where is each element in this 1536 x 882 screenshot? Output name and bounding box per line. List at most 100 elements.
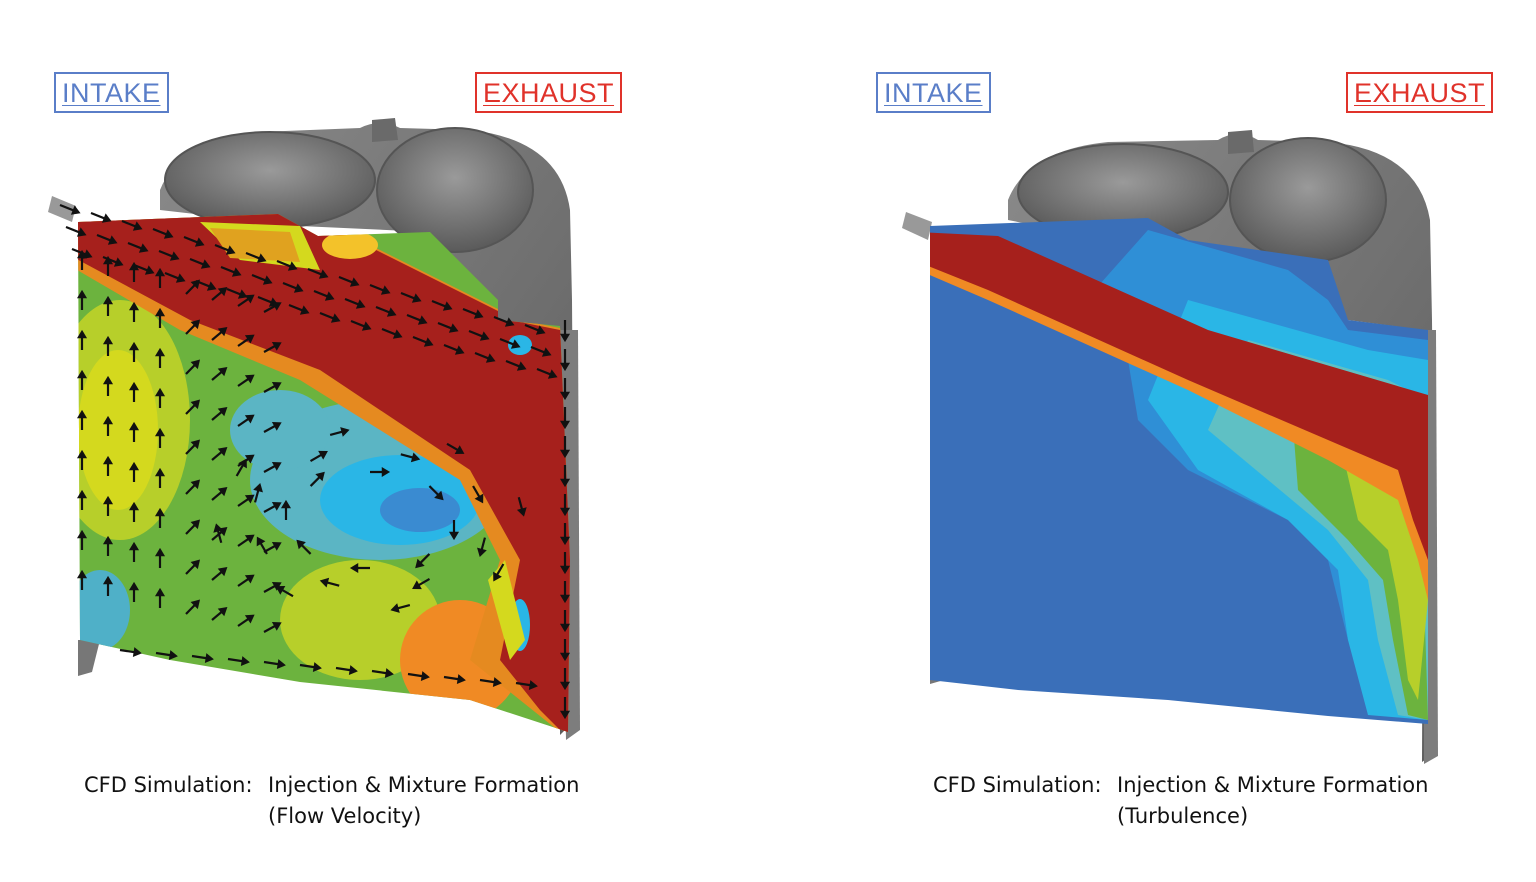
flow-vector-head xyxy=(244,614,255,624)
flow-vector-head xyxy=(271,341,282,351)
flow-vector-head xyxy=(473,309,484,319)
flow-vector-head xyxy=(128,341,140,351)
flow-vector-head xyxy=(190,359,201,370)
flow-vector-head xyxy=(535,325,546,335)
flow-vector-head xyxy=(477,547,487,558)
flow-vector-head xyxy=(355,299,366,309)
flow-vector-head xyxy=(417,315,428,325)
flow-vector-head xyxy=(559,449,571,459)
flow-vector-head xyxy=(528,680,538,691)
intake-label: INTAKE xyxy=(54,72,169,113)
flow-vector-head xyxy=(217,287,228,297)
flow-vector-head xyxy=(559,623,571,633)
caption-prefix: CFD Simulation: xyxy=(84,773,253,797)
flow-vector-head xyxy=(102,415,114,425)
flow-vector-head xyxy=(128,541,140,551)
caption-prefix: CFD Simulation: xyxy=(933,773,1102,797)
flow-vector-head xyxy=(154,267,166,277)
flow-vector-head xyxy=(287,261,298,271)
flow-vector-head xyxy=(244,414,255,424)
flow-vector-head xyxy=(102,255,114,265)
flow-vector-head xyxy=(390,603,400,613)
flow-vector-head xyxy=(318,450,328,460)
flow-vector-head xyxy=(262,275,273,285)
flow-vector-head xyxy=(312,662,322,673)
flow-vector-head xyxy=(392,329,403,339)
flow-vector-head xyxy=(271,501,282,511)
flow-vector-head xyxy=(102,455,114,465)
flow-vector-head xyxy=(504,317,515,327)
flow-vector-head xyxy=(244,574,255,584)
flow-vector-head xyxy=(559,507,571,517)
flow-vector-head xyxy=(154,427,166,437)
caption-line2: (Flow Velocity) xyxy=(268,804,422,828)
flow-vector-head xyxy=(168,650,178,661)
flow-vector-head xyxy=(76,227,87,237)
flow-vector-head xyxy=(190,279,201,290)
flow-vector-head xyxy=(244,454,255,464)
flow-vector-head xyxy=(296,539,306,550)
flow-vector-head xyxy=(128,261,140,271)
flow-vector-head xyxy=(271,301,282,311)
flow-vector-head xyxy=(559,652,571,662)
flow-vector-head xyxy=(442,301,453,311)
caption-line1: Injection & Mixture Formation xyxy=(268,773,580,797)
flow-vector-head xyxy=(128,501,140,511)
flow-vector-head xyxy=(559,536,571,546)
flow-vector-head xyxy=(128,381,140,391)
flow-vector-head xyxy=(76,449,88,459)
flow-vector-head xyxy=(217,407,228,417)
flow-vector-head xyxy=(485,353,496,363)
flow-vector-head xyxy=(330,313,341,323)
panel-turbulence: INTAKE EXHAUST CFD Simulation: Injection… xyxy=(768,0,1536,882)
flow-vector-head xyxy=(315,471,325,482)
flow-vector-head xyxy=(271,541,282,551)
flow-vector-head xyxy=(102,295,114,305)
flow-vector-head xyxy=(559,681,571,691)
flow-vector-head xyxy=(190,519,201,530)
flow-vector-head xyxy=(253,482,263,493)
flow-vector-head xyxy=(318,269,329,279)
flow-vector-head xyxy=(163,229,174,239)
flow-vector-head xyxy=(206,281,217,291)
flow-vector-head xyxy=(361,321,372,331)
flow-vector-head xyxy=(493,571,502,582)
flow-vector-head xyxy=(194,237,205,247)
flow-vector-head xyxy=(190,399,201,410)
flow-vector-head xyxy=(479,331,490,341)
flow-vector-head xyxy=(113,257,124,267)
flow-vector-head xyxy=(82,249,93,259)
flow-vector-head xyxy=(76,329,88,339)
flow-vector-head xyxy=(510,339,521,349)
flow-vector-head xyxy=(380,285,391,295)
flow-vector-head xyxy=(154,387,166,397)
flow-vector-head xyxy=(256,253,267,263)
flow-vector-head xyxy=(213,523,224,533)
flow-vector-head xyxy=(420,671,430,682)
flow-vector-head xyxy=(384,668,394,679)
flow-vector-head xyxy=(299,305,310,315)
flow-vector-head xyxy=(102,335,114,345)
panel-flow-velocity: INTAKE EXHAUST CFD Simulation: Injection… xyxy=(48,72,623,828)
flow-vector-head xyxy=(474,493,484,504)
flow-vector-head xyxy=(244,494,255,504)
flow-vector-head xyxy=(138,243,149,253)
flow-vector-head xyxy=(102,375,114,385)
flow-vector-head xyxy=(559,333,571,343)
flow-vector-head xyxy=(200,259,211,269)
flow-vector-head xyxy=(275,585,286,595)
flow-vector-head xyxy=(190,439,201,450)
flow-vector-head xyxy=(271,421,282,431)
flow-vector-head xyxy=(448,531,460,541)
flow-vector-head xyxy=(381,466,391,478)
caption-turbulence: CFD Simulation: Injection & Mixture Form… xyxy=(933,770,1493,840)
flow-vector-head xyxy=(559,594,571,604)
flow-vector-head xyxy=(76,409,88,419)
flow-vector-head xyxy=(70,205,81,215)
flow-vector-head xyxy=(204,653,214,664)
flow-vector-head xyxy=(237,289,248,299)
flow-vector-head xyxy=(128,301,140,311)
flow-vector-head xyxy=(324,291,335,301)
flow-vector-head xyxy=(276,659,286,670)
flow-vector-head xyxy=(128,581,140,591)
